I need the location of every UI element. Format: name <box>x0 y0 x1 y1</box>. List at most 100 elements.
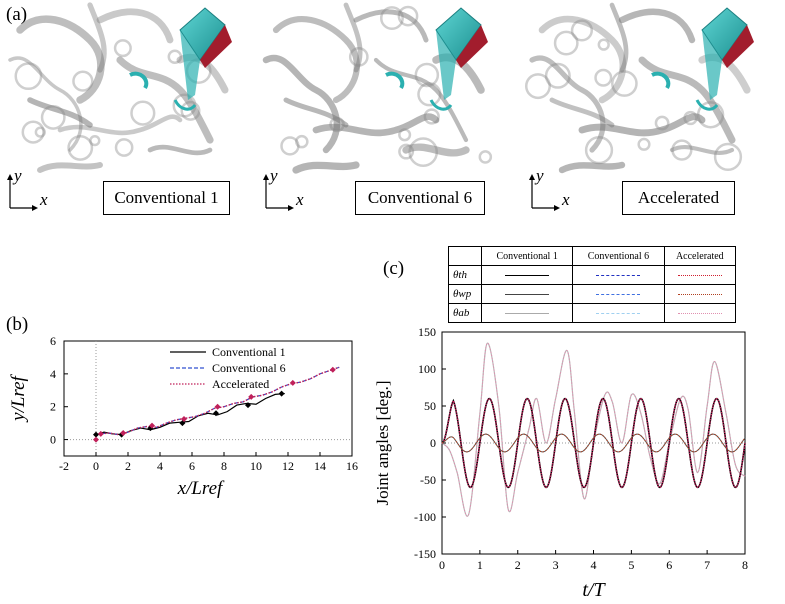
vortex-tube <box>558 161 626 174</box>
axis-y-glyph: y <box>14 166 22 185</box>
legend-label: Conventional 6 <box>212 361 286 375</box>
line-swatch <box>677 293 722 295</box>
legend-header-accelerated: Accelerated <box>663 246 737 266</box>
caption-conventional-1: Conventional 1 <box>103 181 230 215</box>
y-tick-label: 50 <box>424 399 436 413</box>
coordinate-axes-1: y x <box>6 166 56 212</box>
legend-row-theta-th: θth <box>448 265 737 285</box>
vortex-snapshot-accelerated <box>524 2 754 174</box>
vortex-ring <box>348 47 369 67</box>
marker-accelerated <box>289 379 296 386</box>
axis-x-glyph: x <box>40 190 48 209</box>
cyan-vortex <box>695 99 719 111</box>
legend-row-label: θwp <box>448 284 482 304</box>
vortex-ring <box>21 120 45 144</box>
flow-visualizations <box>8 2 754 174</box>
vortex-ring <box>397 5 419 27</box>
x-axis-label: x/Lref <box>177 478 225 499</box>
vortex-tube <box>549 97 615 128</box>
y-tick-label: -50 <box>420 473 436 487</box>
legend-header-conventional-1: Conventional 1 <box>480 246 574 266</box>
vortex-ring <box>380 6 404 31</box>
marker-conventional-1 <box>147 425 154 432</box>
vortex-tube <box>8 56 83 152</box>
vortex-tube <box>87 2 107 73</box>
vortex-ring <box>398 128 412 142</box>
vortex-tube <box>402 143 470 157</box>
vortex-ring <box>114 138 134 157</box>
vortex-tube <box>538 15 627 104</box>
y-axis-label: y/Lref <box>8 373 29 422</box>
x-tick-label: 1 <box>477 558 483 572</box>
vortex-ring <box>597 38 610 51</box>
vortex-ring <box>408 137 439 167</box>
y-tick-label: -150 <box>414 547 436 561</box>
vortex-ring <box>417 82 442 107</box>
vortex-ring <box>89 134 101 147</box>
vortex-tube <box>96 8 174 44</box>
vortex-ring <box>295 134 309 149</box>
joint-angle-legend-table: Conventional 1 Conventional 6 Accelerate… <box>448 246 737 323</box>
vortex-tube <box>618 8 696 44</box>
vortex-tube <box>57 114 183 136</box>
marker-accelerated <box>181 416 187 423</box>
vortex-ring <box>553 30 579 56</box>
cyan-vortex <box>173 99 197 111</box>
line-swatch <box>677 274 722 276</box>
x-tick-label: 4 <box>591 558 597 572</box>
vortex-tube <box>262 54 341 154</box>
vortex-ring <box>130 100 156 126</box>
marker-accelerated <box>120 430 127 436</box>
vortex-tube <box>37 162 103 173</box>
marker-accelerated <box>329 366 336 373</box>
vortex-ring <box>683 110 698 126</box>
legend-header-row: Conventional 1 Conventional 6 Accelerate… <box>448 246 737 266</box>
x-axis-label: t/T <box>582 579 606 601</box>
vortex-ring <box>637 137 651 151</box>
vortex-tube <box>312 113 440 137</box>
y-tick-label: 4 <box>50 367 56 381</box>
y-axis-label: Joint angles [deg.] <box>373 380 392 505</box>
vortex-ring <box>113 39 132 58</box>
vortex-ring <box>180 100 201 121</box>
vortex-tube <box>283 97 349 128</box>
x-tick-label: 8 <box>742 558 748 572</box>
legend-label: Conventional 1 <box>212 345 286 359</box>
caption-conventional-6: Conventional 6 <box>355 181 485 215</box>
y-tick-label: 0 <box>50 433 56 447</box>
coordinate-axes-3: y x <box>528 166 578 212</box>
series-line <box>95 392 285 436</box>
marker-accelerated <box>214 403 221 410</box>
x-tick-label: 6 <box>189 459 195 473</box>
series-theta-th-accelerated <box>441 397 746 489</box>
line-swatch <box>505 293 550 295</box>
vortex-ring <box>524 73 551 100</box>
plot-frame <box>63 340 353 457</box>
vortex-ring <box>478 150 493 164</box>
x-tick-label: 14 <box>314 459 326 473</box>
cyan-vortex <box>129 71 149 90</box>
vortex-ring <box>72 70 94 92</box>
marker-conventional-1 <box>213 410 219 417</box>
vortex-ring <box>423 108 440 125</box>
legend-row-theta-wp: θwp <box>448 284 737 304</box>
vortex-ring <box>40 104 66 130</box>
x-tick-label: 8 <box>221 459 227 473</box>
coordinate-axes-2: y x <box>262 166 312 212</box>
legend-row-label: θth <box>448 265 482 285</box>
vortex-ring <box>611 70 638 97</box>
vortex-tube <box>638 56 736 144</box>
series-theta-ab-accelerated <box>441 342 746 517</box>
vortex-tube <box>609 2 629 73</box>
vortex-ring <box>67 134 94 161</box>
axis-x-glyph: x <box>296 190 304 209</box>
flapper-body <box>436 30 456 100</box>
vortex-tube <box>373 57 469 143</box>
vortex-ring <box>671 139 693 161</box>
vortex-ring <box>34 126 46 138</box>
vortex-tube <box>292 161 360 174</box>
flapper-wing-underside <box>200 25 232 68</box>
x-tick-label: -2 <box>59 459 69 473</box>
